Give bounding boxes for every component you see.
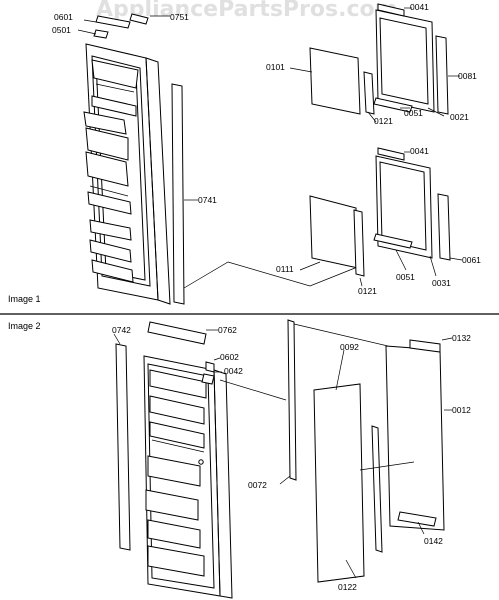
image-2-part-labels: 0742 0762 0602 0042 0092 0132 0012 0072 … — [112, 325, 471, 592]
part-label-0061: 0061 — [462, 255, 481, 265]
freezer-door-drawing — [83, 43, 171, 305]
part-label-0051-lower: 0051 — [396, 272, 415, 282]
watermark-text: AppliancePartsPros.com — [96, 0, 398, 22]
part-label-0602: 0602 — [220, 352, 239, 362]
door-gasket-0741 — [171, 83, 361, 305]
part-label-0051-upper: 0051 — [404, 108, 423, 118]
part-label-0601: 0601 — [54, 12, 73, 22]
part-label-0121-lower: 0121 — [358, 286, 377, 296]
part-label-0101: 0101 — [266, 62, 285, 72]
part-label-0111: 0111 — [276, 264, 294, 274]
part-label-0121-upper: 0121 — [374, 116, 393, 126]
part-label-0762: 0762 — [218, 325, 237, 335]
part-label-0072: 0072 — [248, 480, 267, 490]
upper-panel-assembly — [289, 3, 460, 123]
part-label-0012: 0012 — [452, 405, 471, 415]
top-cap-parts — [77, 13, 170, 39]
part-label-0021: 0021 — [450, 112, 469, 122]
part-label-0041-upper: 0041 — [410, 2, 429, 12]
image-1-section: Image 1 — [8, 2, 481, 305]
image-2-section: Image 2 — [8, 319, 471, 599]
part-label-0041-lower: 0041 — [410, 146, 429, 156]
hinge-parts — [201, 357, 222, 385]
door-liner-panels — [279, 319, 453, 583]
part-label-0501: 0501 — [52, 25, 71, 35]
door-gasket-0742 — [113, 333, 131, 551]
part-label-0031: 0031 — [432, 278, 451, 288]
part-label-0741: 0741 — [198, 195, 217, 205]
part-label-0751: 0751 — [170, 12, 189, 22]
part-label-0142: 0142 — [424, 536, 443, 546]
image-2-label: Image 2 — [8, 321, 41, 331]
image-1-label: Image 1 — [8, 294, 41, 304]
part-label-0042: 0042 — [224, 366, 243, 376]
part-label-0742: 0742 — [112, 325, 131, 335]
part-label-0081: 0081 — [458, 71, 477, 81]
part-label-0092: 0092 — [340, 342, 359, 352]
top-trim-0762 — [147, 321, 218, 345]
fresh-food-door-drawing — [143, 355, 287, 599]
part-label-0122: 0122 — [338, 582, 357, 592]
image-1-part-labels: 0601 0751 0501 0041 0101 0081 0121 0051 … — [52, 2, 481, 296]
part-label-0132: 0132 — [452, 333, 471, 343]
lower-panel-assembly — [299, 147, 463, 287]
